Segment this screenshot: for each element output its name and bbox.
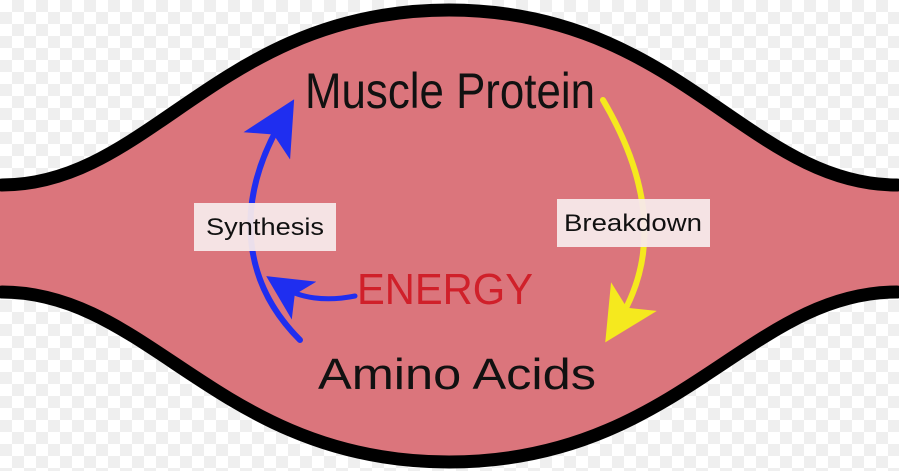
muscle-body <box>0 10 899 462</box>
energy-input-arrow <box>266 276 358 320</box>
energy-label: ENERGY <box>357 265 533 314</box>
synthesis-label: Synthesis <box>206 214 324 241</box>
muscle-outline-top <box>0 3 899 192</box>
synthesis-label-box: Synthesis <box>194 203 336 251</box>
muscle-outline-bottom <box>0 285 899 469</box>
breakdown-label-box: Breakdown <box>557 199 710 247</box>
node-amino-acids: Amino Acids <box>318 350 596 399</box>
breakdown-label: Breakdown <box>564 210 702 237</box>
node-muscle-protein: Muscle Protein <box>305 63 595 119</box>
